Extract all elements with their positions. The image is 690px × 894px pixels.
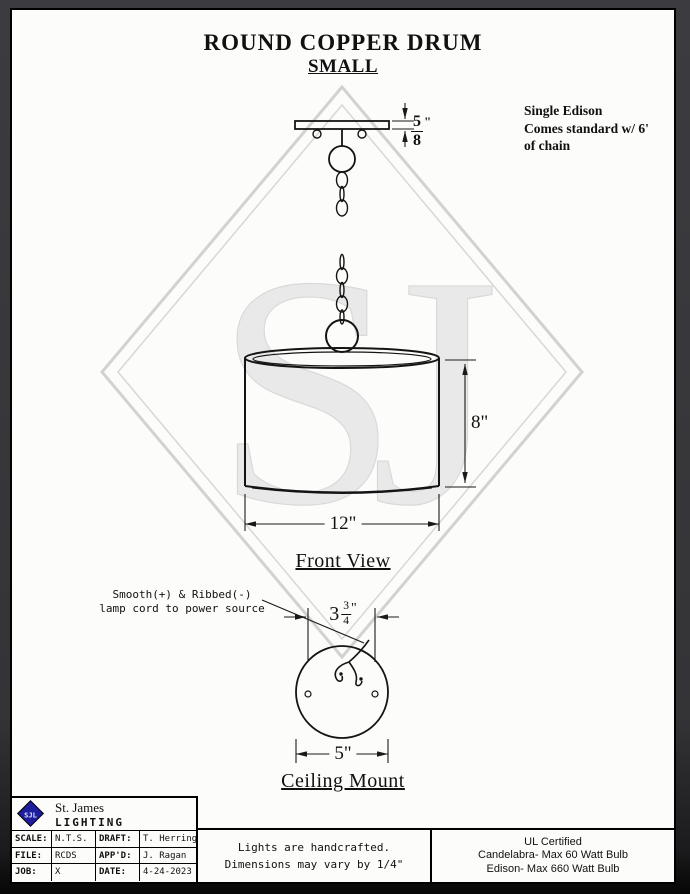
field-draft-value: T. Herring: [140, 831, 196, 848]
field-appd-label: APP'D:: [96, 847, 140, 865]
logo-monogram: SJL: [24, 810, 37, 819]
edison-note-line1: Single Edison: [524, 103, 603, 118]
lamp-cord: [334, 639, 370, 687]
watermark-diamond-outer: [100, 84, 584, 660]
field-date-label: DATE:: [96, 864, 140, 881]
watermark-diamond-inner: [117, 103, 567, 641]
brand-row: SJL St. James LIGHTING: [12, 798, 196, 831]
field-scale-value: N.T.S.: [52, 831, 96, 848]
dim-plate-thickness: 5 8 ": [411, 114, 431, 149]
mount-hole-right: [371, 690, 379, 698]
dim-drum-height: 8": [471, 412, 489, 433]
front-view-label: Front View: [295, 550, 391, 572]
edison-note: Single Edison Comes standard w/ 6' of ch…: [524, 102, 649, 155]
annotation-leader-line: [261, 599, 365, 644]
field-date-value: 4-24-2023: [143, 867, 192, 878]
company-division: LIGHTING: [55, 815, 124, 829]
cord-annotation: Smooth(+) & Ribbed(-) lamp cord to power…: [96, 588, 268, 616]
drawing-canvas: SJ: [100, 84, 584, 763]
ceiling-plate: [294, 120, 390, 146]
certification-line2: Candelabra- Max 60 Watt Bulb: [478, 849, 628, 862]
certification-line3: Edison- Max 660 Watt Bulb: [486, 862, 620, 875]
field-appd-value: J. Ragan: [140, 848, 196, 865]
cord-annotation-line2: lamp cord to power source: [99, 602, 265, 615]
field-file-label: FILE:: [12, 847, 52, 865]
dim-plate-denominator: 8: [413, 132, 421, 149]
dim-hole-spacing: 3 3 4 ": [329, 600, 357, 627]
title-block-fields: SCALE: N.T.S. DRAFT: T. Herring FILE: RC…: [12, 831, 196, 881]
stjames-logo-icon: SJL: [16, 799, 46, 829]
dim-drum-width: 12": [324, 513, 362, 535]
edison-note-line3: of chain: [524, 138, 571, 154]
cord-end-dot-left: [339, 672, 343, 676]
field-draft-label: DRAFT:: [96, 831, 140, 848]
dim-hole-spacing-denominator: 4: [343, 614, 350, 627]
cord-annotation-line1: Smooth(+) & Ribbed(-): [112, 588, 252, 601]
mount-hole-left: [304, 690, 312, 698]
sheet-subtitle: SMALL: [307, 56, 379, 77]
handcrafted-note: Lights are handcrafted. Dimensions may v…: [198, 828, 432, 882]
certification-line1: UL Certified: [524, 835, 582, 848]
ceiling-mount-label: Ceiling Mount: [281, 770, 405, 792]
edison-note-line2: Comes standard w/ 6': [524, 120, 649, 136]
title-block: SJL St. James LIGHTING SCALE: N.T.S. DRA…: [12, 796, 674, 882]
plate-screw-right: [357, 129, 367, 139]
drawing-sheet: SJ: [10, 8, 676, 884]
certification-note: UL Certified Candelabra- Max 60 Watt Bul…: [432, 828, 674, 882]
title-block-company-section: SJL St. James LIGHTING SCALE: N.T.S. DRA…: [12, 796, 198, 882]
handcrafted-note-line1: Lights are handcrafted.: [237, 841, 391, 854]
handcrafted-note-line2: Dimensions may vary by 1/4": [224, 858, 404, 871]
cord-end-dot-right: [359, 677, 363, 681]
dimension-lines-front: [244, 103, 476, 531]
drum-shade: [244, 347, 440, 494]
dim-plate-unit: ": [424, 114, 432, 129]
sheet-title: ROUND COPPER DRUM: [203, 30, 483, 55]
company-name: St. James: [55, 799, 105, 815]
ceiling-mount-drawing: [295, 639, 389, 739]
hang-ring-top: [328, 145, 356, 173]
field-scale-label: SCALE:: [12, 831, 52, 848]
dim-hole-spacing-numerator: 3: [341, 600, 352, 615]
plate-screw-left: [312, 129, 322, 139]
company-names: St. James LIGHTING: [55, 800, 124, 829]
field-job-value: X: [52, 864, 96, 881]
field-job-label: JOB:: [12, 864, 52, 881]
mount-plate-circle: [295, 645, 389, 739]
dim-mount-diameter: 5": [329, 743, 357, 765]
dim-hole-spacing-whole: 3: [329, 602, 340, 625]
dim-plate-numerator: 5: [411, 113, 423, 132]
field-file-value: RCDS: [52, 847, 96, 865]
dim-hole-spacing-unit: ": [351, 601, 357, 616]
